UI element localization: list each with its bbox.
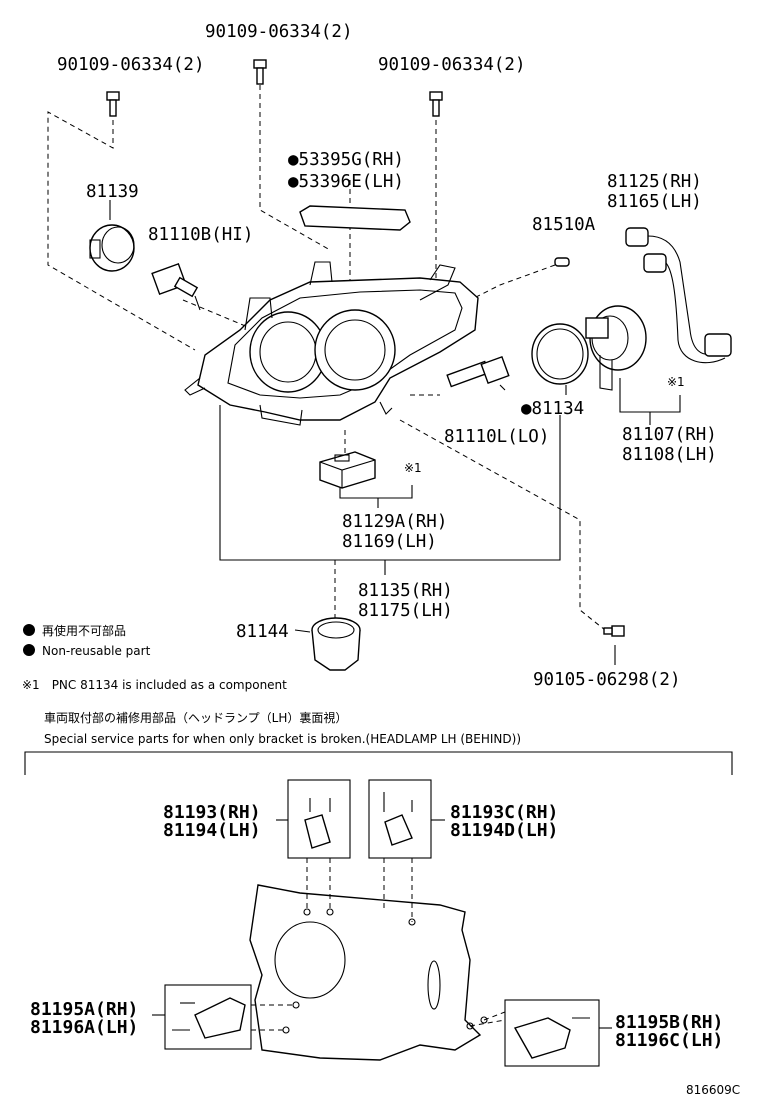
bracket-81195b-icon <box>513 1017 590 1059</box>
label-81196a: 81196A(LH) <box>30 1017 138 1038</box>
legend-en: Non-reusable part <box>42 644 151 658</box>
section-title-en: Special service parts for when only brac… <box>44 732 521 746</box>
label-81195a: 81195A(RH) <box>30 999 138 1020</box>
bracket-81193c-icon <box>383 792 413 846</box>
socket-81139-icon <box>89 224 135 272</box>
label-81193c: 81193C(RH) <box>450 802 558 823</box>
module-81129a-icon <box>319 451 376 489</box>
legend-note: ※1 PNC 81134 is included as a component <box>22 678 287 692</box>
label-note-ref: ※1 <box>667 375 685 389</box>
label-81110l: 81110L(LO) <box>444 427 549 447</box>
figure-id: 816609C <box>686 1083 740 1097</box>
wire-harness-icon <box>625 227 732 364</box>
igniter-81107-icon <box>585 305 647 391</box>
label-81196c: 81196C(LH) <box>615 1030 723 1051</box>
legend: 再使用不可部品 Non-reusable part ※1 PNC 81134 i… <box>22 623 521 746</box>
label-bolt-top: 90109-06334(2) <box>205 22 353 42</box>
label-81125: 81125(RH) <box>607 172 702 192</box>
bracket-leaders <box>251 858 506 1031</box>
socket-81144-icon <box>311 617 361 671</box>
bolt-icon <box>106 59 625 637</box>
label-81165: 81165(LH) <box>607 192 702 212</box>
part-labels: 90109-06334(2) 90109-06334(2) 90109-0633… <box>30 22 723 1051</box>
bracket-81195a-icon <box>172 997 246 1039</box>
section-bracket <box>24 751 733 775</box>
label-81107: 81107(RH) <box>622 425 717 445</box>
label-81195b: 81195B(RH) <box>615 1012 723 1033</box>
label-81129a: 81129A(RH) <box>342 512 447 532</box>
label-note-ref: ※1 <box>404 461 422 475</box>
label-bolt-right: 90109-06334(2) <box>378 55 526 75</box>
legend-jp: 再使用不可部品 <box>42 623 126 638</box>
label-bolt-left: 90109-06334(2) <box>57 55 205 75</box>
bracket-box <box>504 999 600 1067</box>
leader-lines <box>47 85 606 631</box>
solid-leaders <box>109 200 681 665</box>
label-81194d: 81194D(LH) <box>450 820 558 841</box>
bulb-81510a-icon <box>554 257 570 267</box>
bullet-dot-icon <box>23 624 35 636</box>
bracket-box <box>164 984 252 1050</box>
section-title-jp: 車両取付部の補修用部品（ヘッドランプ（LH）裏面視） <box>44 710 347 725</box>
label-81108: 81108(LH) <box>622 445 717 465</box>
label-81144: 81144 <box>236 622 289 642</box>
cover-icon <box>299 205 411 231</box>
label-81175: 81175(LH) <box>358 601 453 621</box>
label-screw: 90105-06298(2) <box>533 670 681 690</box>
bullet-dot-icon <box>23 644 35 656</box>
bulb-81110b-icon <box>151 262 201 311</box>
bracket-box <box>368 779 432 859</box>
gasket-81134-icon <box>531 323 589 385</box>
label-cover-rh: ●53395G(RH) <box>288 150 404 170</box>
label-81110b: 81110B(HI) <box>148 225 253 245</box>
headlamp-assembly-icon <box>184 261 479 426</box>
label-cover-lh: ●53396E(LH) <box>288 172 404 192</box>
bulb-81110l-icon <box>446 355 510 388</box>
label-81134: ●81134 <box>521 399 584 419</box>
label-81193: 81193(RH) <box>163 802 261 823</box>
bracket-box <box>287 779 351 859</box>
label-81194: 81194(LH) <box>163 820 261 841</box>
label-81510a: 81510A <box>532 215 596 235</box>
label-leaders <box>152 819 612 1029</box>
housing-rear-icon <box>249 884 488 1061</box>
label-81135: 81135(RH) <box>358 581 453 601</box>
bracket-81193-icon <box>304 798 331 849</box>
label-81169: 81169(LH) <box>342 532 437 552</box>
label-81139: 81139 <box>86 182 139 202</box>
